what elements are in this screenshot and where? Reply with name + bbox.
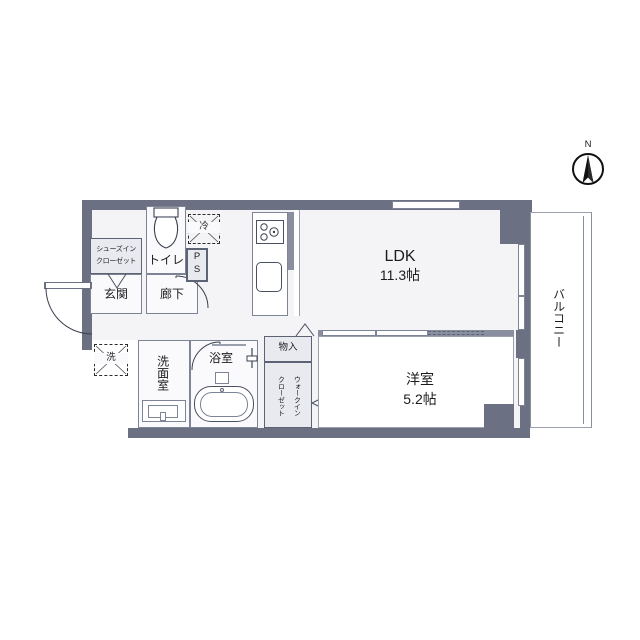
kitchen-cooktop bbox=[256, 220, 284, 244]
room-western-bedroom bbox=[318, 336, 514, 428]
room-entrance bbox=[90, 274, 142, 314]
storage-walk-in-closet: ウォークイン クローゼット bbox=[264, 362, 312, 428]
bathroom-door-swing-arc bbox=[191, 341, 221, 371]
balcony-rail-inner bbox=[534, 216, 584, 424]
kitchen-sink bbox=[256, 262, 282, 292]
toilet-fixture-icon bbox=[153, 207, 179, 249]
walk-in-closet-label-1: ウォークイン bbox=[293, 375, 301, 417]
wall-pier-bedroom-corner bbox=[484, 404, 514, 428]
sliding-door-ldk-upper bbox=[518, 244, 525, 296]
bedroom-partition-panel-2 bbox=[376, 330, 428, 336]
wall-corner-top-right bbox=[500, 200, 532, 244]
fixture-pipe-shaft-p: P bbox=[193, 251, 201, 262]
shower-head-icon bbox=[246, 348, 258, 368]
bathtub-drain bbox=[220, 388, 224, 392]
sliding-door-bedroom bbox=[518, 358, 525, 406]
wall-pier-between-doors bbox=[516, 330, 528, 358]
bedroom-partition-panel-3 bbox=[428, 331, 484, 335]
sliding-door-ldk-lower bbox=[518, 296, 525, 330]
room-hallway-label: 廊下 bbox=[159, 287, 184, 301]
washing-machine-label: 洗 bbox=[94, 352, 128, 364]
fixture-pipe-shaft-s: S bbox=[193, 264, 201, 275]
room-washroom-label: 洗面室 bbox=[155, 355, 170, 391]
kitchen-partition-wall bbox=[288, 212, 294, 270]
refrigerator-label: 冷 bbox=[188, 221, 220, 233]
entry-door-swing-arc bbox=[45, 287, 93, 335]
walk-in-closet-label-2: クローゼット bbox=[277, 375, 285, 417]
shoes-in-closet-label-2: クローゼット bbox=[95, 258, 137, 265]
room-toilet-label: トイレ bbox=[147, 253, 184, 267]
north-arrow: N bbox=[566, 139, 610, 188]
storage-monoire: 物入 bbox=[264, 336, 312, 362]
balcony-edge-top bbox=[530, 212, 592, 213]
north-arrow-glyph bbox=[572, 153, 604, 185]
window-ldk-north bbox=[392, 201, 460, 209]
bathroom-towel-bar bbox=[212, 344, 246, 346]
room-western-bedroom-label: 洋室 bbox=[406, 371, 434, 387]
entry-door-panel bbox=[46, 283, 90, 288]
fixture-pipe-shaft: P S bbox=[186, 248, 208, 282]
bathtub-faucet-block bbox=[215, 372, 229, 384]
shoes-closet-door bbox=[107, 273, 127, 289]
balcony-edge-bottom bbox=[530, 427, 592, 428]
monoire-door bbox=[295, 323, 315, 337]
room-ldk-label: LDK bbox=[384, 248, 416, 265]
washroom-faucet bbox=[160, 412, 166, 421]
bathtub-inner bbox=[200, 392, 248, 417]
room-western-bedroom-size: 5.2帖 bbox=[403, 391, 437, 407]
kitchen-side-gap bbox=[294, 210, 300, 316]
storage-shoes-in-closet: シューズイン クローゼット bbox=[90, 238, 142, 274]
room-ldk-size: 11.3帖 bbox=[379, 267, 421, 283]
bedroom-partition-panel-1 bbox=[322, 330, 376, 336]
room-bathroom-label: 浴室 bbox=[208, 351, 233, 365]
room-balcony-label: バルコニー bbox=[551, 288, 566, 348]
monoire-label: 物入 bbox=[278, 342, 298, 353]
room-entrance-label: 玄関 bbox=[103, 287, 128, 301]
toilet-door-swing-arc bbox=[175, 275, 209, 309]
bathtub bbox=[194, 386, 254, 422]
shoes-in-closet-label-1: シューズイン bbox=[96, 246, 136, 253]
north-arrow-label: N bbox=[584, 139, 592, 150]
